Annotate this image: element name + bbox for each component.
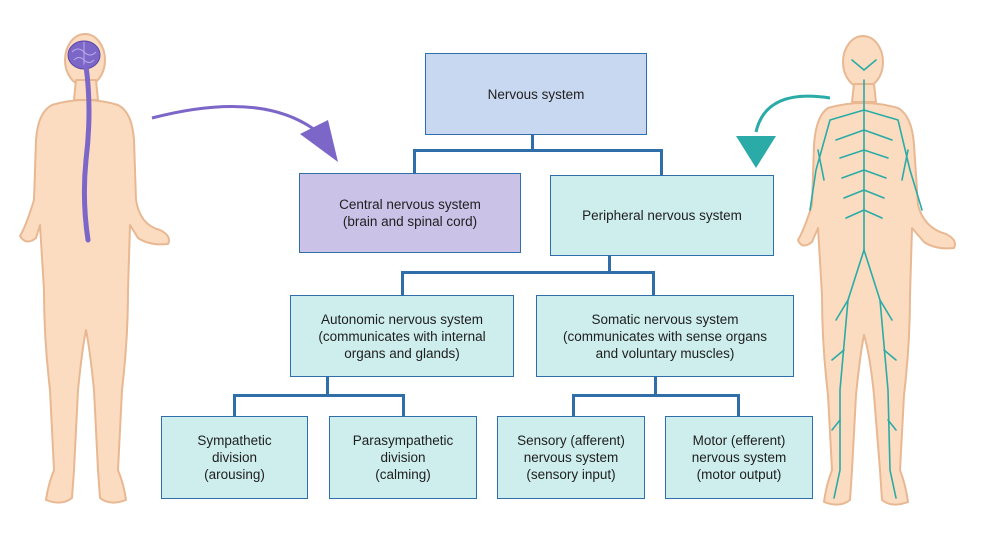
connector-level3-right-horizontal [572, 394, 740, 397]
connector-level3-left-horizontal [233, 394, 405, 397]
node-peripheral-nervous-system: Peripheral nervous system [550, 175, 774, 256]
connector-peripheral-up [660, 149, 663, 175]
node-nervous-system: Nervous system [425, 53, 647, 135]
left-body-figure-icon [19, 33, 170, 504]
connector-somatic-down [654, 376, 657, 396]
connector-parasympathetic-up [402, 394, 405, 416]
right-arrow-icon [736, 94, 831, 168]
connector-autonomic-down [326, 376, 329, 396]
connector-level2-horizontal [401, 271, 655, 274]
connector-peripheral-down [608, 255, 611, 274]
node-sympathetic-division: Sympathetic division (arousing) [161, 416, 308, 499]
connector-autonomic-up [401, 271, 404, 295]
connector-motor-up [737, 394, 740, 416]
node-sensory-nervous-system: Sensory (afferent) nervous system (senso… [497, 416, 645, 499]
connector-central-up [413, 149, 416, 173]
connector-level1-horizontal [413, 149, 663, 152]
node-autonomic-nervous-system: Autonomic nervous system (communicates w… [290, 295, 514, 377]
connector-sensory-up [572, 394, 575, 416]
node-somatic-nervous-system: Somatic nervous system (communicates wit… [536, 295, 794, 377]
connector-somatic-up [652, 271, 655, 295]
node-central-nervous-system: Central nervous system (brain and spinal… [299, 173, 521, 253]
left-arrow-icon [151, 104, 338, 162]
node-parasympathetic-division: Parasympathetic division (calming) [329, 416, 477, 499]
right-body-figure-icon [797, 35, 956, 506]
connector-sympathetic-up [233, 394, 236, 416]
node-motor-nervous-system: Motor (efferent) nervous system (motor o… [665, 416, 813, 499]
connector-root-down [531, 134, 534, 151]
